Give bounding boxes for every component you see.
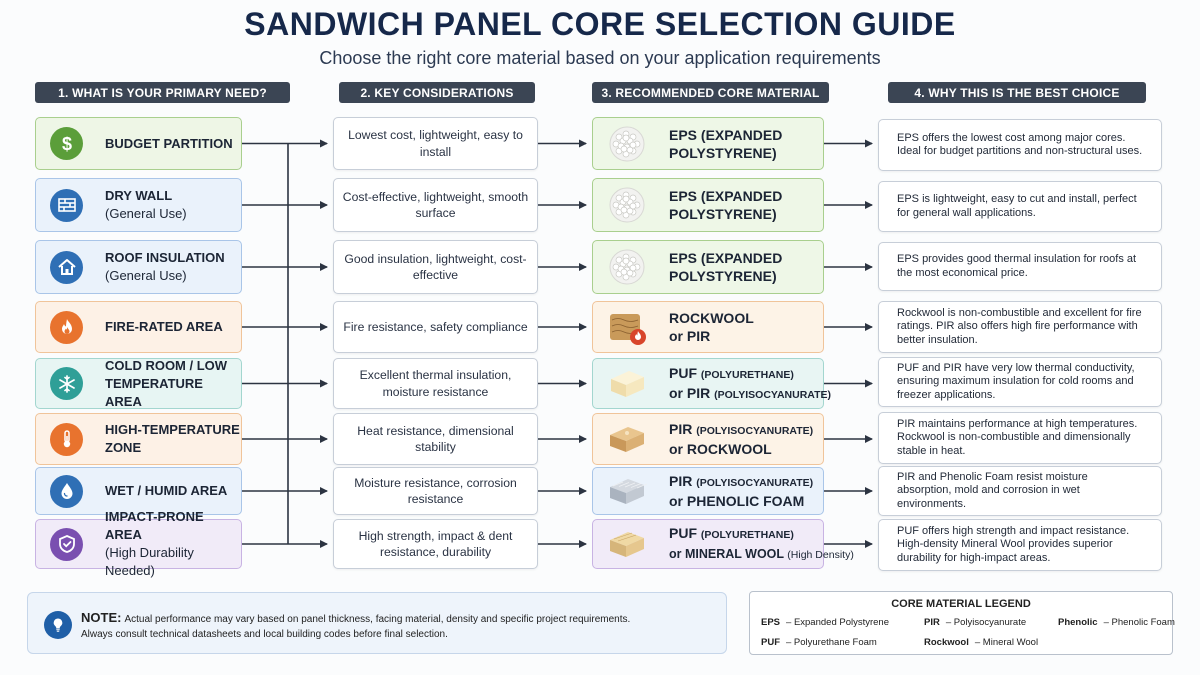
legend-item: Rockwool– Mineral Wool bbox=[924, 637, 1039, 648]
eps-material-swatch bbox=[607, 125, 647, 163]
svg-text:$: $ bbox=[61, 134, 71, 154]
core-material-legend: CORE MATERIAL LEGEND EPS– Expanded Polys… bbox=[749, 591, 1175, 655]
dollar-icon: $ bbox=[50, 127, 83, 160]
lightbulb-icon bbox=[44, 611, 72, 639]
column-header-key-considerations: 2. KEY CONSIDERATIONS bbox=[339, 82, 535, 103]
eps-material-swatch bbox=[607, 248, 647, 286]
considerations-card: Moisture resistance, corrosion resistanc… bbox=[333, 467, 538, 515]
reason-card: PUF and PIR have very low thermal conduc… bbox=[878, 357, 1162, 407]
brick-wall-icon bbox=[50, 188, 83, 222]
house-icon bbox=[50, 250, 83, 284]
need-title: HIGH-TEMPERATURE bbox=[105, 422, 240, 437]
core-line: or MINERAL WOOL (High Density) bbox=[669, 547, 854, 561]
note-panel: NOTE:Actual performance may vary based o… bbox=[27, 592, 727, 654]
reason-card: PIR and Phenolic Foam resist moisture ab… bbox=[878, 466, 1162, 516]
need-title: WET / HUMID AREA bbox=[105, 483, 228, 498]
need-card: WET / HUMID AREA bbox=[35, 467, 242, 515]
page-title: SANDWICH PANEL CORE SELECTION GUIDE bbox=[244, 6, 956, 42]
core-line: EPS (EXPANDED bbox=[669, 250, 783, 266]
need-subtitle: ZONE bbox=[105, 440, 142, 455]
considerations-card: High strength, impact & dent resistance,… bbox=[333, 519, 538, 569]
note-label: NOTE: bbox=[81, 610, 122, 625]
need-title: FIRE-RATED AREA bbox=[105, 319, 223, 334]
eps-material-swatch bbox=[607, 186, 647, 224]
core-line: EPS (EXPANDED bbox=[669, 188, 783, 204]
core-line: or PIR bbox=[669, 328, 711, 344]
legend-item: PIR– Polyisocyanurate bbox=[924, 617, 1027, 628]
legend-item: PUF– Polyurethane Foam bbox=[761, 637, 877, 648]
core-line: POLYSTYRENE) bbox=[669, 144, 777, 161]
column-header-primary-need: 1. WHAT IS YOUR PRIMARY NEED? bbox=[35, 82, 290, 103]
core-material-card: PUF (POLYURETHANE) or PIR (POLYISOCYANURA… bbox=[592, 358, 831, 409]
need-title: ROOF INSULATION bbox=[105, 250, 225, 265]
core-line: or ROCKWOOL bbox=[669, 441, 772, 457]
reason-card: PIR maintains performance at high temper… bbox=[878, 412, 1162, 464]
core-material-card: ROCKWOOL or PIR bbox=[592, 301, 824, 353]
considerations-card: Lowest cost, lightweight, easy to instal… bbox=[333, 117, 538, 170]
need-subtitle: (High Durability Needed) bbox=[105, 545, 194, 578]
core-line: or PIR (POLYISOCYANURATE) bbox=[669, 384, 832, 401]
reason-card: EPS is lightweight, easy to cut and inst… bbox=[878, 181, 1162, 232]
core-line: PIR (POLYISOCYANURATE) bbox=[669, 473, 814, 489]
core-material-card: PIR (POLYISOCYANURATE) or ROCKWOOL bbox=[592, 413, 824, 465]
page-subtitle: Choose the right core material based on … bbox=[319, 48, 881, 68]
legend-item: EPS– Expanded Polystyrene bbox=[761, 617, 889, 628]
need-title: COLD ROOM / LOW bbox=[105, 357, 228, 373]
water-drop-icon bbox=[50, 474, 83, 508]
puf-material-swatch bbox=[607, 365, 647, 403]
core-line: ROCKWOOL bbox=[669, 310, 754, 326]
reason-card: EPS provides good thermal insulation for… bbox=[878, 242, 1162, 291]
need-card: FIRE-RATED AREA bbox=[35, 301, 242, 353]
considerations-card: Fire resistance, safety compliance bbox=[333, 301, 538, 353]
considerations-card: Cost-effective, lightweight, smooth surf… bbox=[333, 178, 538, 232]
need-card: IMPACT-PRONE AREA(High Durability Needed… bbox=[35, 509, 242, 578]
core-material-card: EPS (EXPANDED POLYSTYRENE) bbox=[592, 240, 824, 294]
considerations-card: Heat resistance, dimensional stability bbox=[333, 413, 538, 465]
need-subtitle: (General Use) bbox=[105, 268, 187, 283]
mineral-material-swatch bbox=[607, 525, 647, 563]
column-header-why-best: 4. WHY THIS IS THE BEST CHOICE bbox=[888, 82, 1146, 103]
note-line-2: Always consult technical datasheets and … bbox=[81, 629, 448, 640]
need-card: HIGH-TEMPERATURE ZONE bbox=[35, 413, 242, 465]
core-line: PUF (POLYURETHANE) bbox=[669, 525, 794, 541]
rockwool-material-swatch bbox=[607, 308, 647, 346]
considerations-card: Excellent thermal insulation, moisture r… bbox=[333, 358, 538, 409]
need-card: COLD ROOM / LOW TEMPERATURE AREA bbox=[35, 358, 242, 409]
reason-card: Rockwool is non-combustible and excellen… bbox=[878, 301, 1162, 353]
need-subtitle: TEMPERATURE AREA bbox=[105, 375, 203, 409]
note-line-1: Actual performance may vary based on pan… bbox=[124, 614, 631, 625]
column-header-recommended-core: 3. RECOMMENDED CORE MATERIAL bbox=[592, 82, 829, 103]
core-line: PUF (POLYURETHANE) bbox=[669, 364, 794, 381]
thermometer-icon bbox=[50, 422, 83, 456]
need-title: BUDGET PARTITION bbox=[105, 135, 233, 151]
pir-material-swatch bbox=[607, 420, 647, 458]
considerations-card: Good insulation, lightweight, cost-effec… bbox=[333, 240, 538, 294]
core-line: or PHENOLIC FOAM bbox=[669, 493, 805, 509]
core-line: POLYSTYRENE) bbox=[669, 206, 777, 222]
core-material-card: PUF (POLYURETHANE) or MINERAL WOOL (High … bbox=[592, 519, 854, 569]
need-card: ROOF INSULATION (General Use) bbox=[35, 240, 242, 294]
need-title: IMPACT-PRONE AREA bbox=[105, 509, 204, 542]
core-line: POLYSTYRENE) bbox=[669, 268, 777, 284]
need-card: DRY WALL (General Use) bbox=[35, 178, 242, 232]
need-title: DRY WALL bbox=[105, 188, 173, 203]
core-material-card: EPS (EXPANDED POLYSTYRENE) bbox=[592, 178, 824, 232]
reason-card: PUF offers high strength and impact resi… bbox=[878, 519, 1162, 571]
core-material-card: PIR (POLYISOCYANURATE) or PHENOLIC FOAM bbox=[592, 467, 824, 515]
reason-card: EPS offers the lowest cost among major c… bbox=[878, 119, 1162, 171]
core-line: PIR (POLYISOCYANURATE) bbox=[669, 421, 814, 437]
flame-icon bbox=[50, 310, 83, 344]
need-subtitle: (General Use) bbox=[105, 206, 187, 221]
legend-title: CORE MATERIAL LEGEND bbox=[891, 598, 1031, 610]
core-line: EPS (EXPANDED bbox=[669, 126, 783, 143]
need-card: $ BUDGET PARTITION bbox=[35, 117, 242, 170]
phenolic-material-swatch bbox=[607, 472, 648, 510]
snowflake-icon bbox=[50, 367, 83, 400]
shield-icon bbox=[50, 527, 83, 561]
legend-item: Phenolic– Phenolic Foam bbox=[1058, 617, 1175, 628]
